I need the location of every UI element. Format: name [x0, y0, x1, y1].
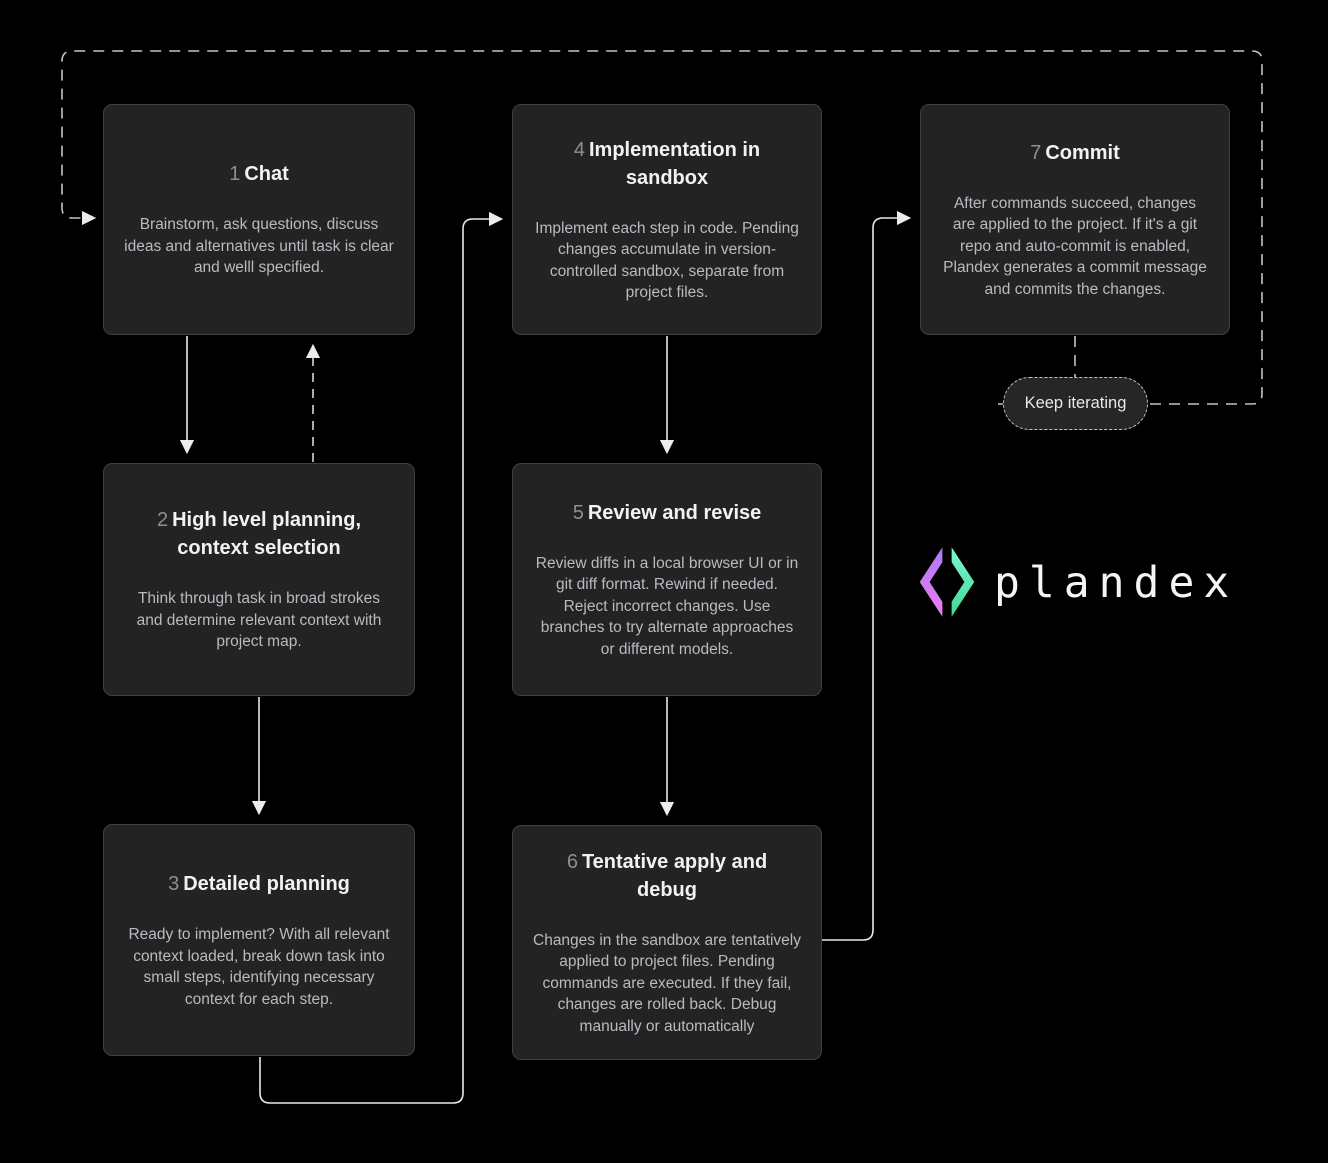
connector-loop-back-to-chat-dashed	[61, 50, 1263, 405]
step-title-text: Review and revise	[587, 501, 762, 524]
step-body: Think through task in broad strokes and …	[136, 590, 382, 651]
keep-iterating-badge: Keep iterating	[1003, 377, 1148, 430]
step-title-text: Detailed planning	[183, 873, 350, 895]
step-number: 4	[573, 138, 585, 161]
step-number: 6	[566, 850, 578, 873]
step-body: Ready to implement? With all relevant co…	[128, 926, 390, 1008]
step-title-text: Commit	[1045, 141, 1120, 164]
logo-left-chevron	[919, 547, 943, 617]
logo-right-chevron	[951, 547, 975, 617]
step-number: 2	[156, 509, 169, 532]
step-body: Review diffs in a local browser UI or in…	[535, 554, 799, 658]
step-title-text: Tentative apply and debug	[581, 850, 768, 901]
step-number: 7	[1030, 141, 1042, 164]
step-body: Changes in the sandbox are tentatively a…	[533, 931, 801, 1035]
step-title-text: High level planning, context selection	[172, 509, 362, 560]
plandex-wordmark: plandex	[994, 558, 1239, 608]
connector-apply-to-commit	[822, 210, 912, 941]
connector-detailed-to-implementation	[259, 211, 504, 1104]
keep-iterating-label: Keep iterating	[1024, 394, 1127, 412]
plandex-logo-icon	[919, 547, 975, 617]
step-number: 3	[168, 873, 180, 895]
step-number: 1	[229, 163, 241, 186]
step-number: 5	[572, 501, 584, 524]
step-body: Brainstorm, ask questions, discuss ideas…	[124, 216, 394, 277]
step-title-text: Chat	[244, 163, 289, 186]
step-title-text: Implementation in sandbox	[589, 138, 761, 189]
step-body: Implement each step in code. Pending cha…	[535, 219, 799, 302]
plandex-logo: plandex	[918, 545, 1238, 619]
step-body: After commands succeed, changes are appl…	[943, 194, 1207, 298]
